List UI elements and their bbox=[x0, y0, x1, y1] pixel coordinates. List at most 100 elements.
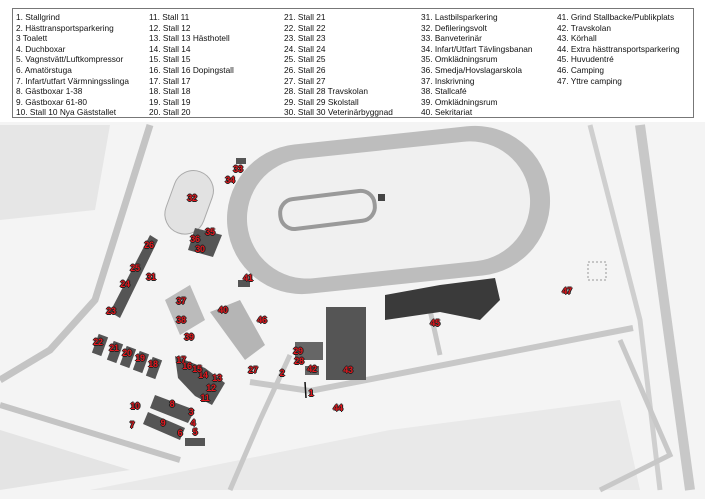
map-label-29[interactable]: 29 bbox=[293, 346, 303, 356]
legend-item: 28. Stall 28 Travskolan bbox=[284, 86, 368, 97]
road bbox=[587, 124, 663, 491]
legend-item: 9. Gästboxar 61-80 bbox=[16, 96, 88, 107]
legend-item: 45. Huvudentré bbox=[557, 54, 614, 65]
road bbox=[635, 124, 695, 491]
legend-item: 43. Körhall bbox=[557, 33, 597, 44]
map-label-34[interactable]: 34 bbox=[225, 175, 235, 185]
legend-item: 11. Stall 11 bbox=[149, 12, 190, 22]
map-label-27[interactable]: 27 bbox=[248, 365, 258, 375]
legend-item: 8. Gästboxar 1-38 bbox=[16, 86, 83, 97]
legend-item: 25. Stall 25 bbox=[284, 54, 326, 65]
map-label-47[interactable]: 47 bbox=[562, 286, 572, 296]
infield-building bbox=[378, 194, 385, 201]
legend-item: 38. Stallcafé bbox=[421, 86, 467, 97]
legend-item: 44. Extra hästtransportsparkering bbox=[557, 43, 680, 54]
legend-item: 33. Banveterinär bbox=[421, 33, 482, 44]
road bbox=[227, 353, 293, 491]
building-gastboxar-9 bbox=[143, 412, 185, 440]
legend-column-5: 41. Grind Stallbacke/Publikplats 42. Tra… bbox=[557, 12, 680, 86]
map-label-40[interactable]: 40 bbox=[218, 305, 228, 315]
legend-item: 12. Stall 12 bbox=[149, 22, 191, 33]
map-label-13[interactable]: 13 bbox=[212, 373, 222, 383]
map-label-26[interactable]: 26 bbox=[144, 240, 154, 250]
map-label-2[interactable]: 2 bbox=[279, 368, 285, 378]
map-label-31[interactable]: 31 bbox=[146, 272, 156, 282]
legend-item: 31. Lastbilsparkering bbox=[421, 12, 498, 22]
map-label-28[interactable]: 28 bbox=[294, 356, 304, 366]
map-label-42[interactable]: 42 bbox=[307, 364, 317, 374]
map-label-5[interactable]: 5 bbox=[192, 427, 198, 437]
legend-item: 27. Stall 27 bbox=[284, 75, 326, 86]
legend-column-4: 31. Lastbilsparkering 32. Defileringsvol… bbox=[421, 12, 532, 118]
legend-item: 30. Stall 30 Veterinärbyggnad bbox=[284, 107, 393, 118]
map-label-10[interactable]: 10 bbox=[130, 401, 140, 411]
building-banveterinar bbox=[236, 158, 246, 164]
building-stall-20 bbox=[119, 345, 137, 369]
map-label-8[interactable]: 8 bbox=[169, 399, 175, 409]
map-label-36[interactable]: 36 bbox=[190, 234, 200, 244]
map-legend: 1. Stallgrind 2. Hästtransportsparkering… bbox=[12, 8, 694, 118]
legend-item: 13. Stall 13 Hästhotell bbox=[149, 33, 230, 44]
field-area bbox=[0, 430, 130, 490]
map-label-37[interactable]: 37 bbox=[176, 296, 186, 306]
map-label-19[interactable]: 19 bbox=[135, 353, 145, 363]
buildings bbox=[91, 158, 500, 446]
map-label-43[interactable]: 43 bbox=[343, 365, 353, 375]
map-label-23[interactable]: 23 bbox=[106, 306, 116, 316]
training-track bbox=[278, 188, 377, 232]
legend-column-1: 1. Stallgrind 2. Hästtransportsparkering… bbox=[16, 12, 129, 118]
building-stall-30 bbox=[188, 228, 222, 257]
legend-item: 10. Stall 10 Nya Gäststallet bbox=[16, 107, 117, 118]
site-map bbox=[0, 122, 705, 499]
map-label-20[interactable]: 20 bbox=[122, 348, 132, 358]
map-label-25[interactable]: 25 bbox=[130, 263, 140, 273]
legend-column-3: 21. Stall 21 22. Stall 22 23. Stall 23 2… bbox=[284, 12, 393, 118]
map-label-32[interactable]: 32 bbox=[187, 193, 197, 203]
field-area bbox=[90, 400, 640, 490]
stallgrind-gate bbox=[304, 381, 307, 399]
map-label-22[interactable]: 22 bbox=[93, 337, 103, 347]
building-amatorstuga bbox=[185, 438, 205, 446]
legend-item: 23. Stall 23 bbox=[284, 33, 326, 44]
map-label-18[interactable]: 18 bbox=[148, 359, 158, 369]
map-label-4[interactable]: 4 bbox=[190, 418, 196, 428]
legend-item: 20. Stall 20 bbox=[149, 107, 191, 118]
legend-item: 19. Stall 19 bbox=[149, 96, 191, 107]
map-label-38[interactable]: 38 bbox=[176, 315, 186, 325]
map-label-14[interactable]: 14 bbox=[198, 370, 208, 380]
map-label-24[interactable]: 24 bbox=[120, 279, 130, 289]
legend-item: 17. Stall 17 bbox=[149, 75, 191, 86]
defileringsvolt bbox=[164, 170, 214, 235]
legend-item: 42. Travskolan bbox=[557, 22, 611, 33]
map-label-21[interactable]: 21 bbox=[109, 343, 119, 353]
legend-item: 26. Stall 26 bbox=[284, 64, 326, 75]
map-label-7[interactable]: 7 bbox=[129, 420, 135, 430]
legend-item: 36. Smedja/Hovslagarskola bbox=[421, 64, 522, 75]
map-label-15[interactable]: 15 bbox=[192, 364, 202, 374]
map-label-17[interactable]: 17 bbox=[176, 355, 186, 365]
building-stall-18 bbox=[145, 356, 163, 380]
map-label-35[interactable]: 35 bbox=[205, 227, 215, 237]
map-label-11[interactable]: 11 bbox=[200, 393, 210, 403]
map-label-12[interactable]: 12 bbox=[206, 383, 216, 393]
map-label-9[interactable]: 9 bbox=[160, 418, 166, 428]
map-label-45[interactable]: 45 bbox=[430, 318, 440, 328]
map-label-16[interactable]: 16 bbox=[182, 361, 192, 371]
map-label-6[interactable]: 6 bbox=[177, 428, 183, 438]
road bbox=[598, 339, 674, 493]
map-label-41[interactable]: 41 bbox=[243, 273, 253, 283]
legend-item: 39. Omklädningsrum bbox=[421, 96, 498, 107]
map-label-30[interactable]: 30 bbox=[195, 244, 205, 254]
building-travskolan bbox=[305, 366, 319, 375]
map-label-3[interactable]: 3 bbox=[188, 407, 194, 417]
map-label-39[interactable]: 39 bbox=[184, 332, 194, 342]
legend-item: 47. Yttre camping bbox=[557, 75, 622, 86]
map-label-33[interactable]: 33 bbox=[233, 164, 243, 174]
building-stall-21 bbox=[106, 340, 124, 364]
legend-item: 15. Stall 15 bbox=[149, 54, 191, 65]
map-label-44[interactable]: 44 bbox=[333, 403, 343, 413]
road bbox=[427, 309, 443, 356]
map-label-46[interactable]: 46 bbox=[257, 315, 267, 325]
map-label-1[interactable]: 1 bbox=[308, 388, 314, 398]
legend-item: 16. Stall 16 Dopingstall bbox=[149, 64, 234, 75]
